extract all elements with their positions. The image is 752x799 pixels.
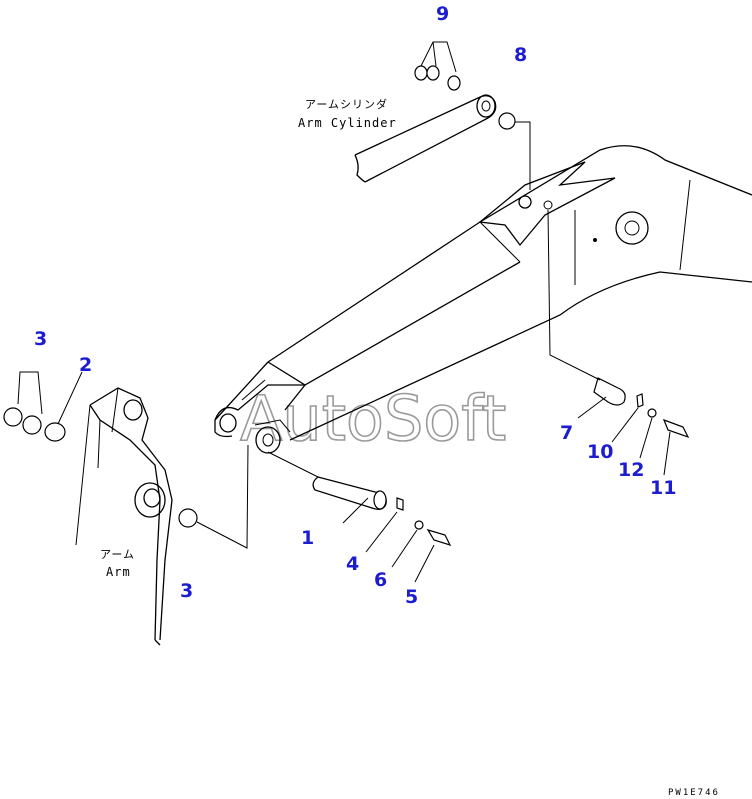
arm-cylinder-label-jp: アームシリンダ [305, 97, 388, 111]
callout-leaders [57, 371, 671, 583]
arm-label-en: Arm [106, 565, 131, 579]
bolt-11 [662, 418, 690, 439]
plate-10 [636, 393, 644, 408]
leader-3-lower [196, 444, 249, 549]
callout-3-left: 3 [34, 328, 47, 350]
shims-3-left [3, 371, 66, 442]
callout-2: 2 [79, 354, 92, 376]
shim-8 [498, 112, 516, 130]
callout-9: 9 [436, 3, 449, 25]
callout-3-lower: 3 [180, 580, 193, 602]
watermark: AutoSoft [240, 382, 506, 455]
arm-piece [75, 387, 173, 646]
arm-label-jp: アーム [100, 548, 135, 561]
shim-3-lower [178, 508, 198, 528]
shims-9 [414, 41, 461, 91]
boom [214, 145, 752, 454]
callout-6: 6 [374, 569, 387, 591]
callout-4: 4 [346, 553, 359, 575]
washer-12 [647, 408, 657, 418]
bolt-5 [426, 528, 452, 546]
pin-7 [547, 209, 626, 406]
pin-1 [267, 451, 387, 510]
arm-cylinder-label-en: Arm Cylinder [298, 116, 397, 130]
callout-5: 5 [405, 586, 418, 608]
plate-4 [396, 497, 404, 511]
callout-1: 1 [301, 527, 314, 549]
callout-7: 7 [560, 422, 573, 444]
arm-cylinder [354, 94, 497, 183]
callout-12: 12 [618, 459, 644, 481]
callout-8: 8 [514, 44, 527, 66]
washer-6 [414, 520, 424, 530]
drawing-code: PW1E746 [668, 788, 720, 798]
leader-8 [515, 121, 531, 190]
callout-10: 10 [587, 441, 613, 463]
callout-11: 11 [650, 477, 676, 499]
